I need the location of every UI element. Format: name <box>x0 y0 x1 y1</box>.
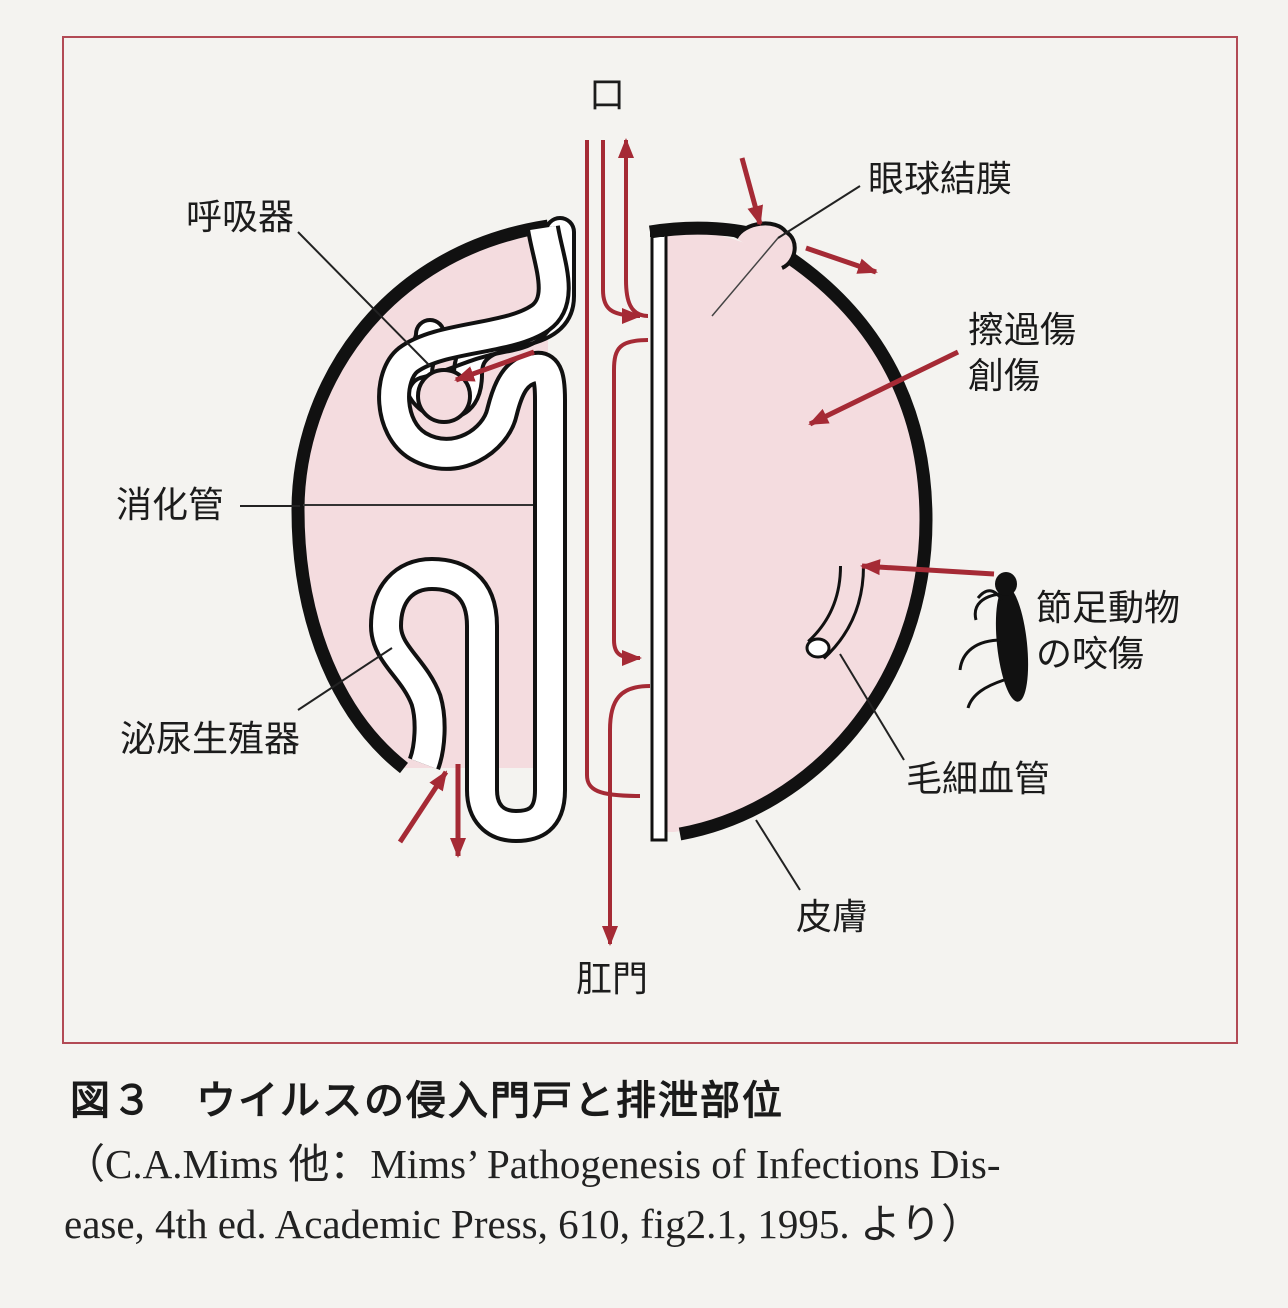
label-arthropod-line2: の咬傷 <box>1036 634 1145 675</box>
digestive-tract-arrow-mid <box>612 338 649 666</box>
label-digestive: 消化管 <box>116 485 225 526</box>
label-conjunctiva: 眼球結膜 <box>868 159 1013 200</box>
label-arthropod: 節足動物 の咬傷 <box>1036 586 1180 678</box>
label-anus: 肛門 <box>576 959 649 1000</box>
right-inner-wall <box>650 230 668 842</box>
left-skin-outline <box>291 219 549 774</box>
leader-conjunctiva <box>777 185 861 239</box>
digestive-tract-line-a <box>585 140 641 798</box>
label-skin: 皮膚 <box>796 897 869 938</box>
figure-caption-source: （C.A.Mims 他：Mims’ Pathogenesis of Infect… <box>64 1134 1234 1254</box>
capillary-opening <box>805 637 831 659</box>
label-respiratory: 呼吸器 <box>186 197 295 238</box>
label-abrasion-line1: 擦過傷 <box>968 310 1077 351</box>
bite-entry-arrow <box>860 559 995 577</box>
wound-entry-arrow <box>808 349 960 427</box>
right-body-half <box>662 226 926 832</box>
leader-urogenital <box>297 647 393 711</box>
label-capillary: 毛細血管 <box>906 759 1051 800</box>
alveolus-cavity <box>416 368 472 424</box>
leader-conjunctiva-b <box>711 237 779 317</box>
label-arthropod-line1: 節足動物 <box>1036 588 1181 629</box>
label-abrasion: 擦過傷 創傷 <box>968 308 1076 400</box>
arthropod-icon <box>958 572 1029 709</box>
figure-caption-title: 図３ ウイルスの侵入門戸と排泄部位 <box>70 1078 784 1124</box>
mouth-exit-arrow <box>618 138 649 318</box>
figure-frame <box>62 36 1238 1044</box>
caption-source-line1: （C.A.Mims 他：Mims’ Pathogenesis of Infect… <box>64 1141 1001 1187</box>
caption-source-line2: ease, 4th ed. Academic Press, 610, fig2.… <box>64 1201 983 1247</box>
conjunctiva-exit-arrow <box>805 245 878 275</box>
respiratory-entry-arrow <box>454 349 535 383</box>
label-urogenital: 泌尿生殖器 <box>120 719 301 760</box>
urogenital-entry-arrow <box>397 770 449 844</box>
leader-capillary <box>839 653 905 761</box>
digestive-tract-line-b <box>601 140 642 324</box>
anus-exit-arrow <box>602 684 651 946</box>
label-mouth: 口 <box>589 75 626 116</box>
label-abrasion-line2: 創傷 <box>968 356 1041 397</box>
conjunctiva-entry-arrow <box>739 157 763 226</box>
leader-skin <box>755 819 801 891</box>
leader-respiratory <box>297 231 431 367</box>
